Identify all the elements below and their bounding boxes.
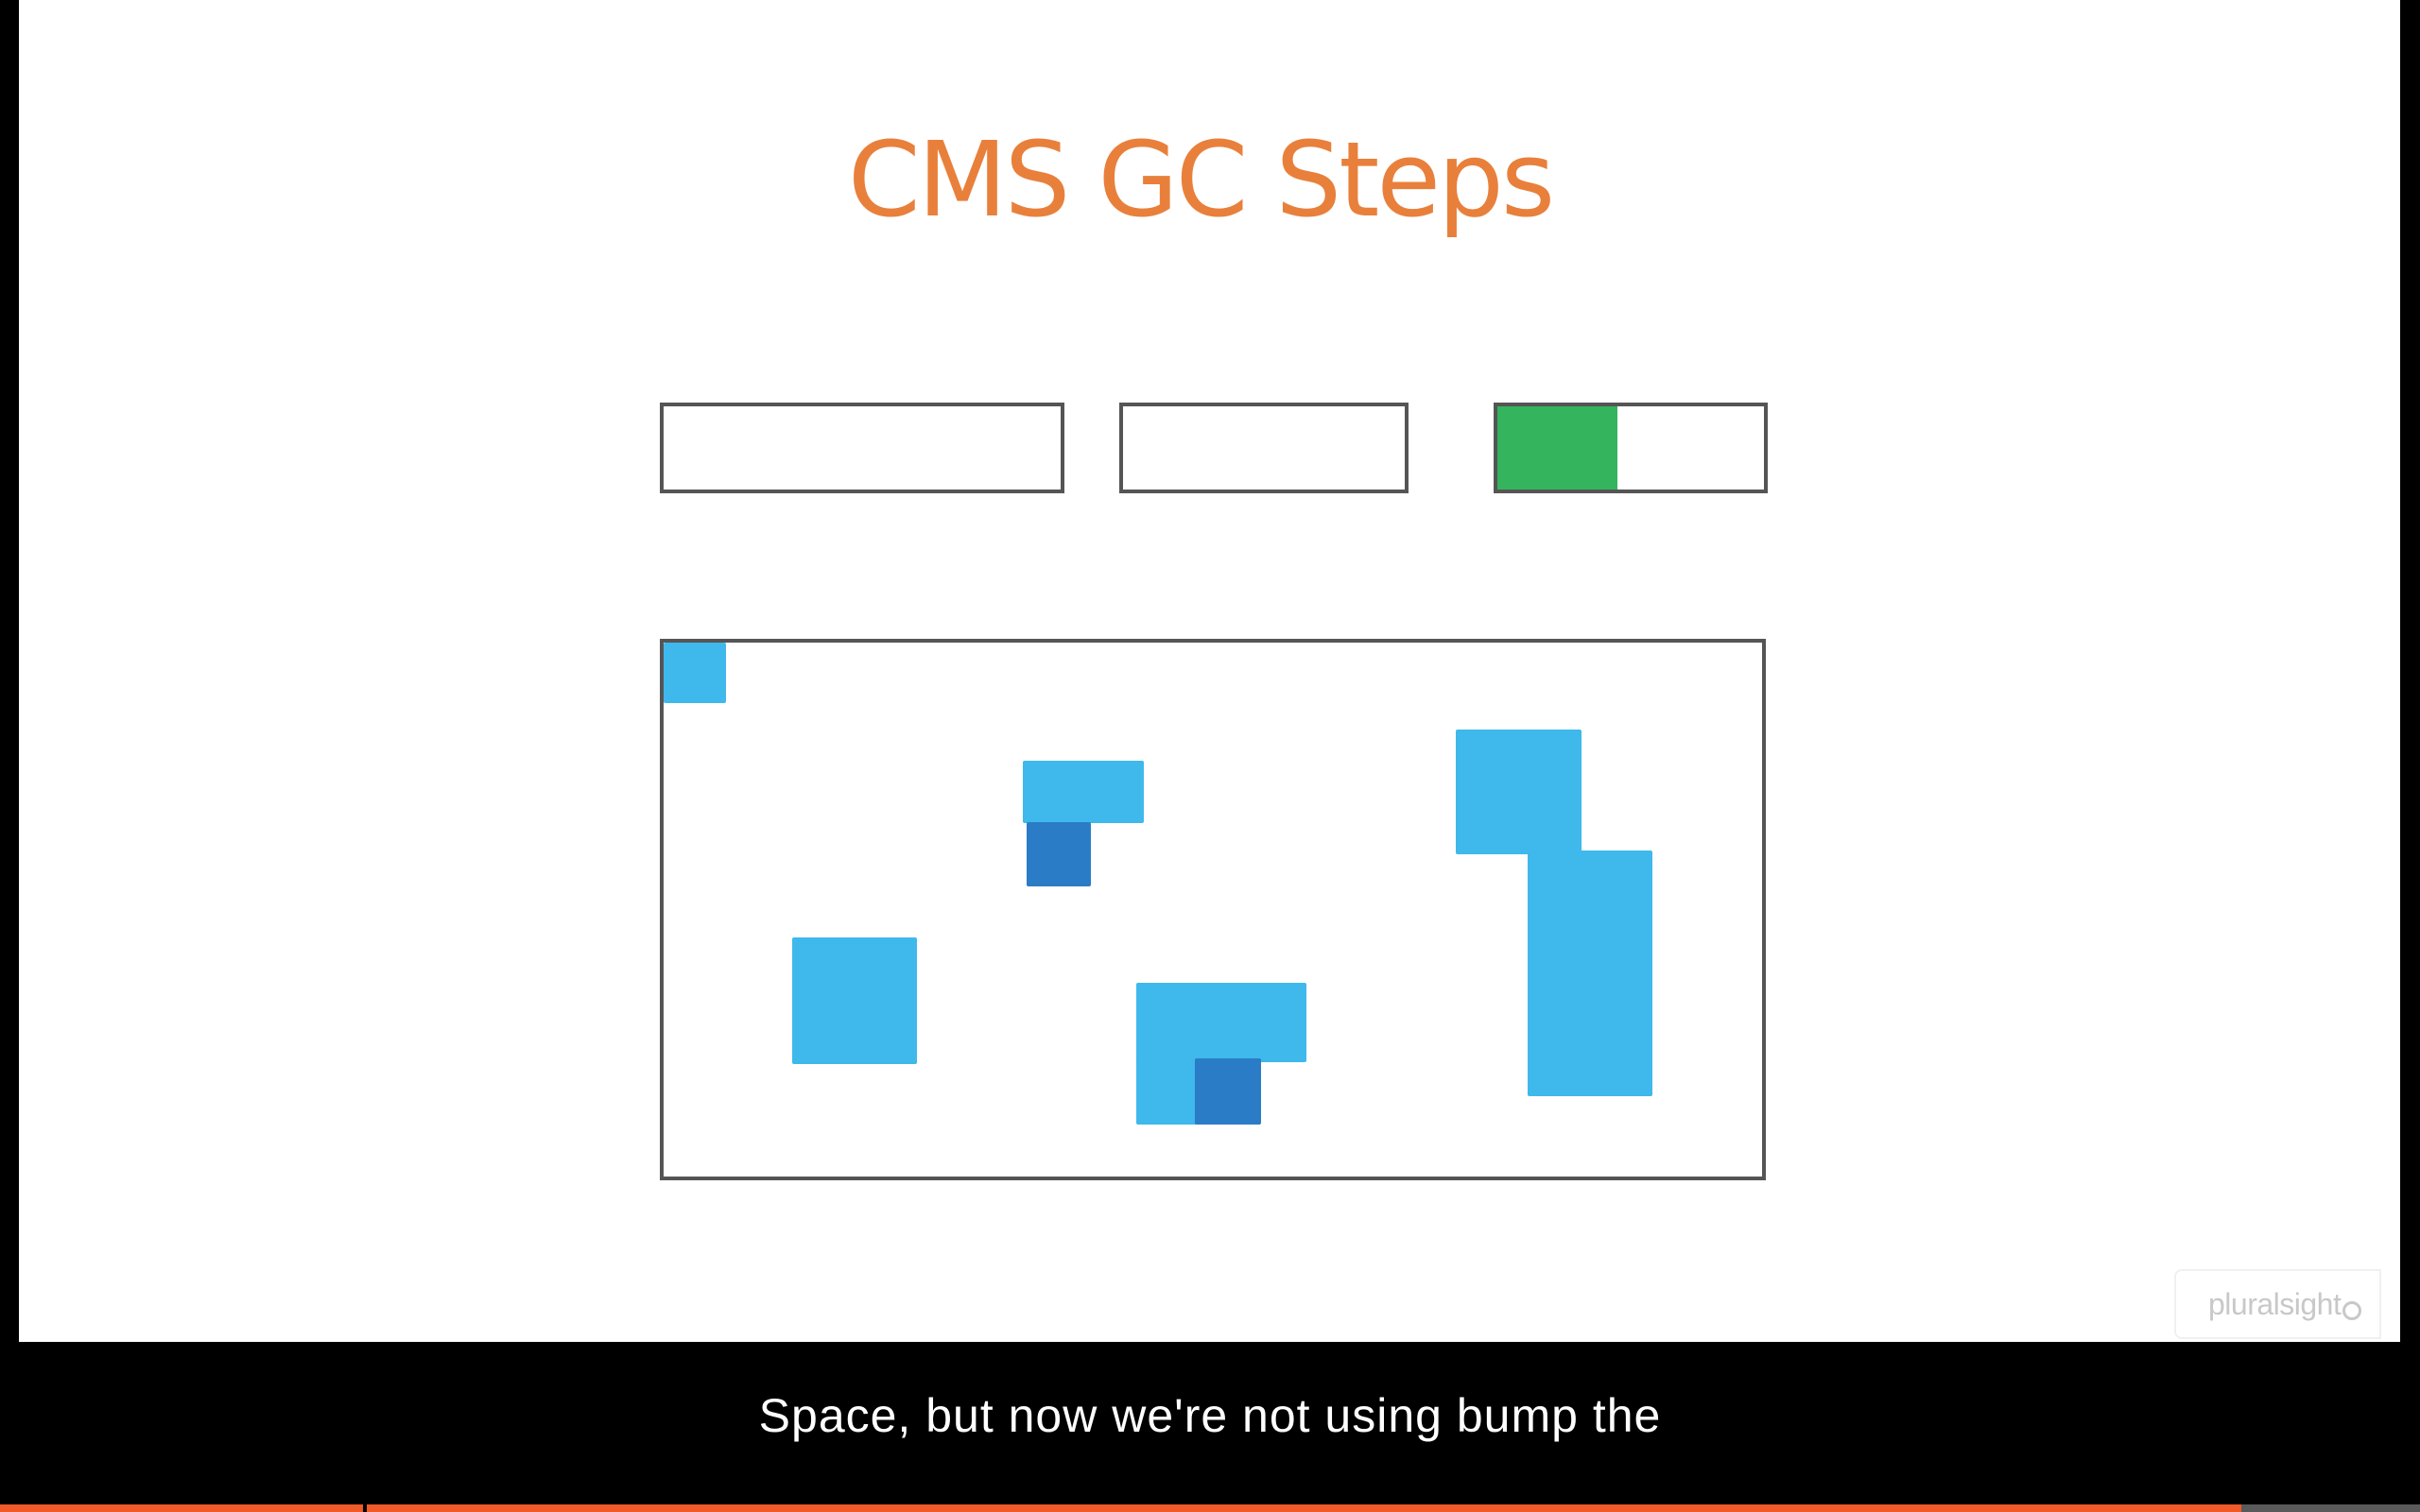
- heap-object: [1136, 1058, 1199, 1125]
- watermark-text: pluralsight: [2208, 1287, 2342, 1321]
- survivor-space-box: [1119, 403, 1409, 493]
- pluralsight-watermark: pluralsight: [2174, 1269, 2381, 1339]
- slide: CMS GC Steps: [19, 0, 2400, 1342]
- heap-object: [1528, 850, 1652, 1096]
- survivor-to-space-fill: [1497, 406, 1617, 490]
- old-generation-box: [660, 639, 1766, 1180]
- slide-title: CMS GC Steps: [847, 119, 1555, 240]
- pluralsight-logo-icon: [2342, 1301, 2362, 1320]
- chapter-marker[interactable]: [363, 1502, 367, 1512]
- heap-object: [664, 643, 726, 703]
- caption-bar: Space, but now we're not using bump the: [0, 1342, 2420, 1504]
- progress-bar[interactable]: [0, 1502, 2420, 1512]
- heap-object-marked: [1027, 822, 1091, 886]
- eden-space-box: [660, 403, 1064, 493]
- heap-object: [792, 937, 917, 1064]
- survivor-to-space-box: [1494, 403, 1768, 493]
- progress-bar-fill: [0, 1504, 2241, 1512]
- heap-object: [1023, 761, 1144, 823]
- heap-object: [1136, 983, 1306, 1062]
- caption-text: Space, but now we're not using bump the: [758, 1389, 1662, 1442]
- heap-object: [1456, 730, 1582, 854]
- heap-object-marked: [1195, 1058, 1261, 1125]
